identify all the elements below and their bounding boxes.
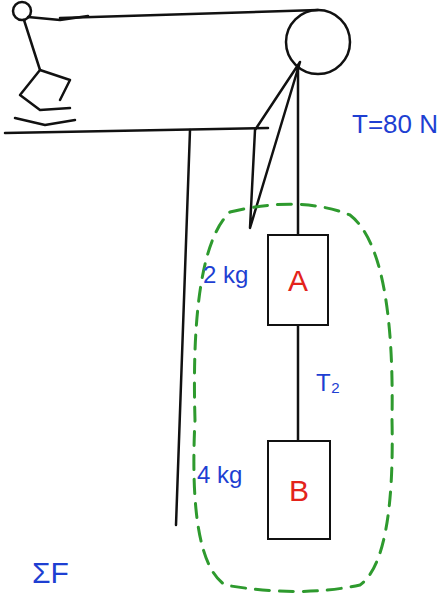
pulley-support <box>250 62 300 228</box>
force-sum-label: ΣF <box>32 556 69 589</box>
person-leg <box>40 70 70 100</box>
mass-label: 4 kg <box>197 462 242 488</box>
system-boundary <box>194 204 392 591</box>
mass-block: B <box>267 440 331 540</box>
tension-label: T₂ <box>314 370 342 396</box>
person-foot <box>15 118 75 125</box>
person-body <box>20 20 70 110</box>
rope-connector <box>297 326 300 440</box>
ledge-line <box>5 128 268 133</box>
rope <box>60 10 318 18</box>
cliff-line <box>176 130 190 525</box>
mass-label: 2 kg <box>203 262 248 288</box>
rope <box>297 67 300 234</box>
block-letter: A <box>288 264 308 297</box>
tension-label: T=80 N <box>352 110 438 139</box>
block-letter: B <box>289 474 309 507</box>
pulley-wheel <box>286 10 350 74</box>
mass-block: A <box>267 234 329 326</box>
